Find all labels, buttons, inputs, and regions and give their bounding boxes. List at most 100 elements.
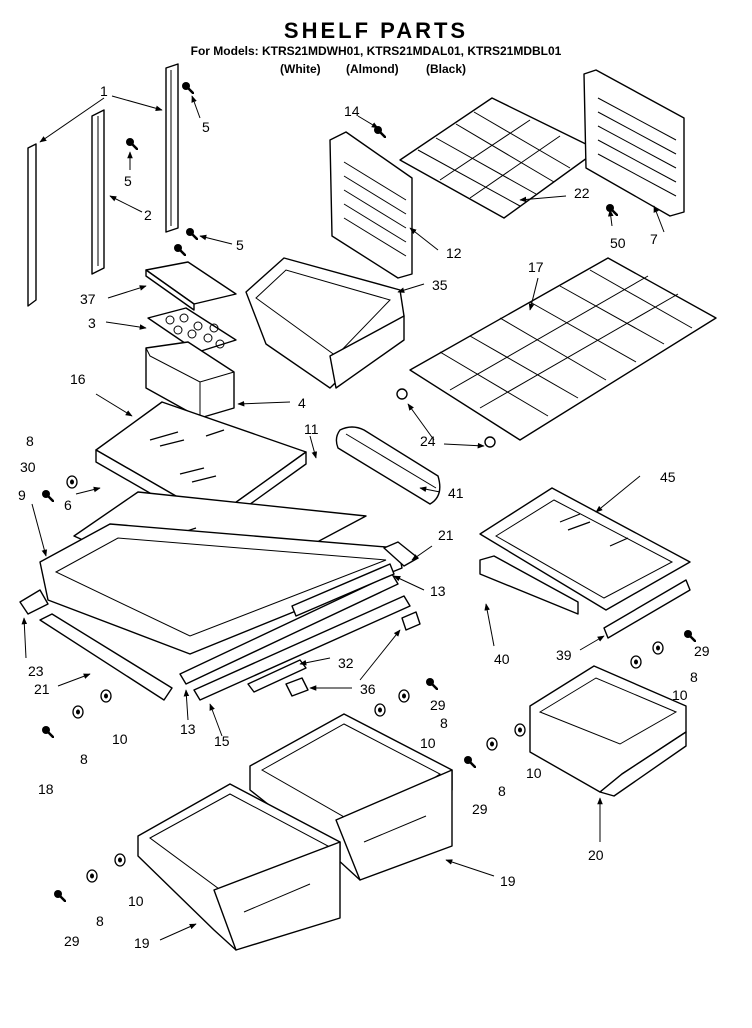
callout-40: 40 xyxy=(494,651,510,667)
part-50-screw xyxy=(604,202,618,216)
callout-17: 17 xyxy=(528,259,544,275)
part-10-nut-e xyxy=(114,853,126,867)
callout-13-left: 13 xyxy=(180,721,196,737)
callout-10-d: 10 xyxy=(526,765,542,781)
part-5-screw-top xyxy=(180,80,194,94)
callout-3: 3 xyxy=(88,315,96,331)
part-36-clip xyxy=(285,611,421,697)
part-20-crisper xyxy=(529,665,687,797)
callout-19-left: 19 xyxy=(134,935,150,951)
callout-10-b: 10 xyxy=(420,735,436,751)
part-15-rail xyxy=(193,595,411,701)
callout-6: 6 xyxy=(64,497,72,513)
part-10-nut-c xyxy=(630,655,642,669)
part-8-washer-b xyxy=(72,705,84,719)
part-3-egg-tray xyxy=(147,307,237,353)
callout-10-a: 10 xyxy=(112,731,128,747)
callout-10-c: 10 xyxy=(672,687,688,703)
callout-21-right: 21 xyxy=(438,527,454,543)
part-8-washer-a xyxy=(66,475,78,489)
models-line: For Models: KTRS21MDWH01, KTRS21MDAL01, … xyxy=(190,44,562,58)
callout-50: 50 xyxy=(610,235,626,251)
part-19-drawer-left xyxy=(137,783,341,951)
callout-8-e: 8 xyxy=(498,783,506,799)
part-7-shelf-ladder xyxy=(583,69,685,217)
callout-24: 24 xyxy=(420,433,436,449)
part-29-screw-c xyxy=(462,754,476,768)
part-13-rail xyxy=(179,573,399,685)
callout-21-left: 21 xyxy=(34,681,50,697)
color-black: (Black) xyxy=(426,62,467,76)
callout-29-a: 29 xyxy=(430,697,446,713)
part-18-screw xyxy=(40,724,54,738)
callout-7: 7 xyxy=(650,231,658,247)
callout-19-right: 19 xyxy=(500,873,516,889)
callout-30: 30 xyxy=(20,459,36,475)
callout-23: 23 xyxy=(28,663,44,679)
callout-5-mid: 5 xyxy=(124,173,132,189)
part-29-screw-a xyxy=(424,676,438,690)
part-24-support-b xyxy=(484,436,496,448)
part-22-wire-shelf xyxy=(399,97,599,219)
color-almond: (Almond) xyxy=(346,62,399,76)
color-white: (White) xyxy=(280,62,321,76)
part-30-screw xyxy=(40,488,54,502)
part-19-drawer-right xyxy=(249,713,453,881)
callout-9: 9 xyxy=(18,487,26,503)
part-45-glass-shelf xyxy=(479,487,691,611)
part-2-bracket-rail xyxy=(91,109,105,275)
part-4-bin xyxy=(145,341,235,419)
part-10-nut-b xyxy=(374,703,386,717)
callout-29-c: 29 xyxy=(472,801,488,817)
part-5-screw-mid xyxy=(124,136,138,150)
part-41-trim xyxy=(335,426,441,505)
part-37-cover xyxy=(145,261,237,311)
callout-12: 12 xyxy=(446,245,462,261)
part-1-rail-right xyxy=(165,63,179,233)
part-40-bracket xyxy=(479,555,579,615)
diagram-title: SHELF PARTS xyxy=(283,18,469,43)
part-5-screw-low-b xyxy=(172,242,186,256)
part-39-trim xyxy=(603,579,691,639)
callout-32: 32 xyxy=(338,655,354,671)
callout-8-f: 8 xyxy=(96,913,104,929)
part-29-screw-b xyxy=(682,628,696,642)
part-10-nut-d xyxy=(514,723,526,737)
callout-29-b: 29 xyxy=(694,643,710,659)
part-13-rail-upper xyxy=(291,563,395,617)
callout-8-c: 8 xyxy=(440,715,448,731)
callout-41: 41 xyxy=(448,485,464,501)
callout-13-right: 13 xyxy=(430,583,446,599)
part-10-nut-a xyxy=(100,689,112,703)
part-12-shelf-ladder xyxy=(329,131,413,279)
callout-37: 37 xyxy=(80,291,96,307)
part-8-washer-e xyxy=(486,737,498,751)
callout-35: 35 xyxy=(432,277,448,293)
callout-2: 2 xyxy=(144,207,152,223)
callout-39: 39 xyxy=(556,647,572,663)
callout-16: 16 xyxy=(70,371,86,387)
part-14-screw xyxy=(372,124,386,138)
callout-11: 11 xyxy=(304,421,319,437)
callout-45: 45 xyxy=(660,469,676,485)
callout-14: 14 xyxy=(344,103,360,119)
callout-8-b: 8 xyxy=(80,751,88,767)
callout-15: 15 xyxy=(214,733,230,749)
part-29-screw-d xyxy=(52,888,66,902)
part-21-trim-left xyxy=(39,613,173,701)
callout-5-low: 5 xyxy=(236,237,244,253)
callout-5-top: 5 xyxy=(202,119,210,135)
part-32-clip xyxy=(247,659,307,693)
part-9-frame xyxy=(19,523,403,655)
callout-4: 4 xyxy=(298,395,306,411)
part-17-wire-shelf xyxy=(409,257,717,441)
part-35-deli-bin xyxy=(245,257,405,389)
callout-10-e: 10 xyxy=(128,893,144,909)
part-5-screw-low-a xyxy=(184,226,198,240)
callout-8-a: 8 xyxy=(26,433,34,449)
callout-20: 20 xyxy=(588,847,604,863)
part-8-washer-d xyxy=(652,641,664,655)
part-8-washer-c xyxy=(398,689,410,703)
callout-18: 18 xyxy=(38,781,54,797)
